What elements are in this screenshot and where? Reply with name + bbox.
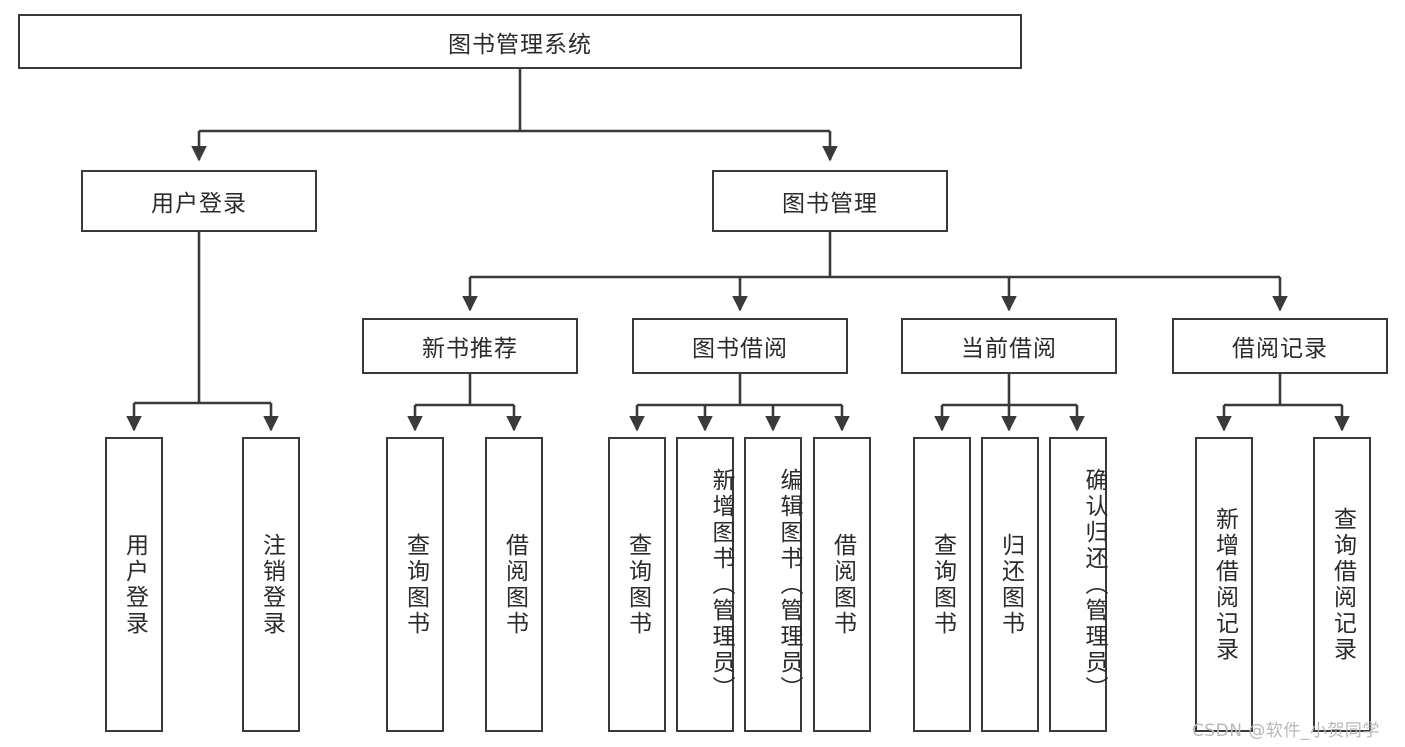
node-book-borrow[interactable]: 图书借阅: [632, 318, 848, 374]
node-root-label: 图书管理系统: [448, 31, 592, 58]
leaf-query-book-1[interactable]: 查询图书: [386, 437, 444, 732]
leaf-return-book[interactable]: 归还图书: [981, 437, 1039, 732]
leaf-confirm-return[interactable]: 确认归还（管理员）: [1049, 437, 1107, 732]
leaf-query-book-1-label: 查询图书: [402, 532, 429, 637]
leaf-logout-label: 注销登录: [258, 532, 285, 637]
leaf-borrow-book-1[interactable]: 借阅图书: [485, 437, 543, 732]
node-user-login-label: 用户登录: [151, 191, 247, 217]
node-user-login[interactable]: 用户登录: [81, 170, 317, 232]
node-book-borrow-label: 图书借阅: [692, 336, 788, 362]
leaf-query-book-3[interactable]: 查询图书: [913, 437, 971, 732]
node-book-manage[interactable]: 图书管理: [712, 170, 948, 232]
leaf-add-book-label: 新增图书（管理员）: [708, 467, 734, 702]
leaf-query-record-label: 查询借阅记录: [1329, 506, 1356, 663]
leaf-borrow-book-2[interactable]: 借阅图书: [813, 437, 871, 732]
leaf-logout[interactable]: 注销登录: [242, 437, 300, 732]
leaf-query-book-3-label: 查询图书: [929, 532, 956, 637]
node-book-manage-label: 图书管理: [782, 191, 878, 217]
leaf-return-book-label: 归还图书: [997, 532, 1024, 637]
leaf-confirm-return-label: 确认归还（管理员）: [1081, 467, 1107, 702]
node-root[interactable]: 图书管理系统: [18, 14, 1022, 69]
leaf-query-book-2[interactable]: 查询图书: [608, 437, 666, 732]
node-new-book-recommend-label: 新书推荐: [422, 336, 518, 362]
node-new-book-recommend[interactable]: 新书推荐: [362, 318, 578, 374]
node-current-borrow[interactable]: 当前借阅: [901, 318, 1117, 374]
leaf-borrow-book-2-label: 借阅图书: [829, 532, 856, 637]
leaf-user-login-label: 用户登录: [121, 532, 148, 637]
leaf-edit-book-label: 编辑图书（管理员）: [776, 467, 802, 702]
node-borrow-record[interactable]: 借阅记录: [1172, 318, 1388, 374]
leaf-borrow-book-1-label: 借阅图书: [501, 532, 528, 637]
leaf-edit-book[interactable]: 编辑图书（管理员）: [744, 437, 802, 732]
node-current-borrow-label: 当前借阅: [961, 336, 1057, 362]
leaf-add-record[interactable]: 新增借阅记录: [1195, 437, 1253, 732]
leaf-add-record-label: 新增借阅记录: [1211, 506, 1238, 663]
leaf-add-book[interactable]: 新增图书（管理员）: [676, 437, 734, 732]
leaf-query-record[interactable]: 查询借阅记录: [1313, 437, 1371, 732]
node-borrow-record-label: 借阅记录: [1232, 336, 1328, 362]
leaf-query-book-2-label: 查询图书: [624, 532, 651, 637]
leaf-user-login[interactable]: 用户登录: [105, 437, 163, 732]
